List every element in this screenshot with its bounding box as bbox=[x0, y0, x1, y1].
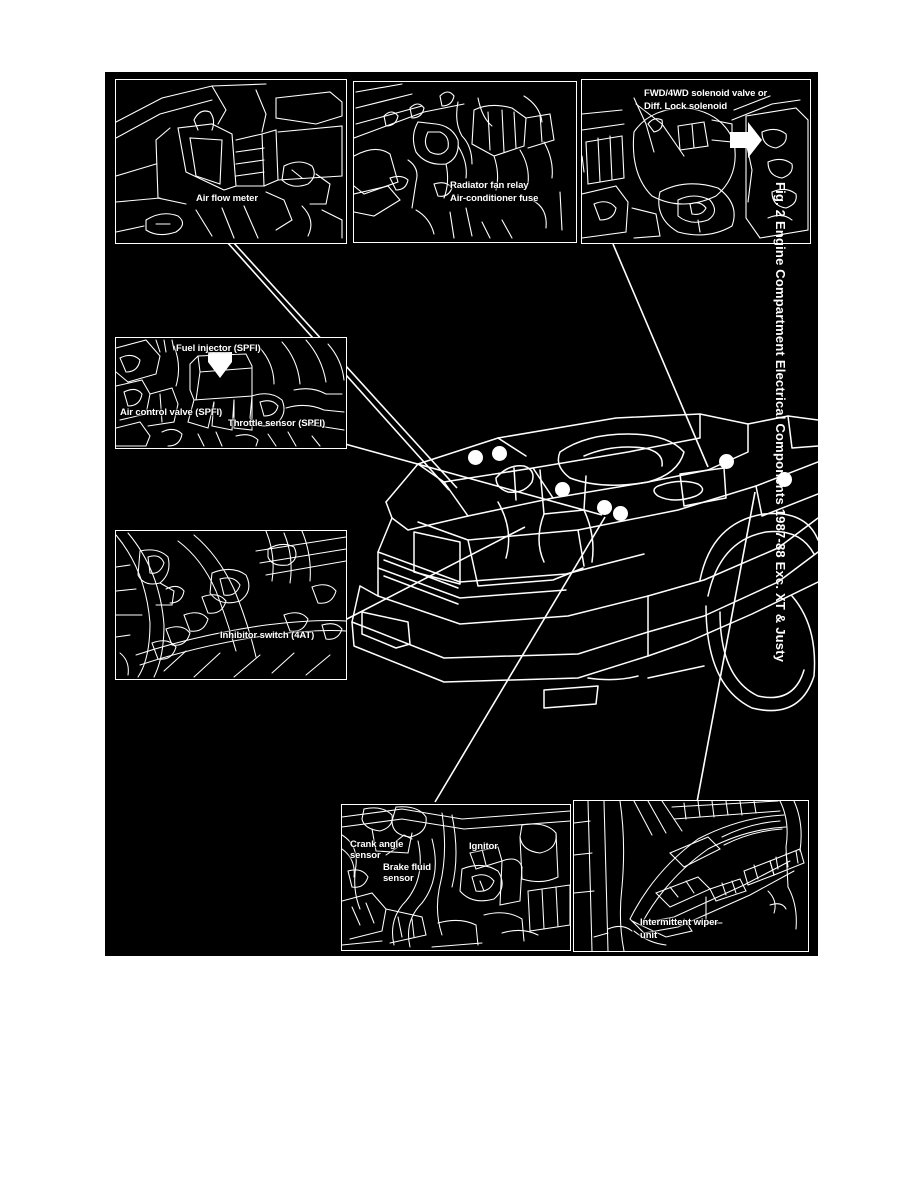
panel-artwork bbox=[116, 531, 346, 679]
panel-label-throttle-sensor: Throttle sensor (SPFI) bbox=[228, 418, 326, 429]
panel-artwork bbox=[582, 80, 810, 243]
callout-dot bbox=[468, 450, 483, 465]
callout-dot bbox=[492, 446, 507, 461]
panel-crank-angle-sensor: Crank angle sensor Brake fluid sensor Ig… bbox=[341, 804, 571, 951]
panel-artwork bbox=[116, 80, 346, 243]
panel-artwork bbox=[574, 801, 808, 951]
panel-label-crank-angle-sensor-line2: sensor bbox=[350, 850, 381, 861]
panel-label-air-conditioner-fuse: Air-conditioner fuse bbox=[450, 193, 539, 204]
panel-artwork bbox=[116, 338, 346, 448]
figure-caption-rail: Fig. 2 Engine Compartment Electrical Com… bbox=[773, 182, 814, 882]
panel-label-brake-fluid-sensor-line2: sensor bbox=[383, 873, 414, 884]
panel-fuel-injector: Fuel injector (SPFI) Air control valve (… bbox=[115, 337, 347, 449]
figure-caption: Fig. 2 Engine Compartment Electrical Com… bbox=[773, 182, 788, 663]
callout-dot bbox=[777, 472, 792, 487]
panel-label-inhibitor-switch: Inhibitor switch (4AT) bbox=[220, 630, 315, 641]
panel-label-air-flow-meter: Air flow meter bbox=[196, 193, 258, 204]
panel-artwork bbox=[354, 82, 576, 242]
callout-dot bbox=[555, 482, 570, 497]
panel-fwd-4wd-solenoid: FWD/4WD solenoid valve or Diff. Lock sol… bbox=[581, 79, 811, 244]
callout-dot bbox=[719, 454, 734, 469]
panel-label-radiator-fan-relay: Radiator fan relay bbox=[450, 180, 529, 191]
panel-artwork bbox=[342, 805, 570, 950]
panel-inhibitor-switch: Inhibitor switch (4AT) bbox=[115, 530, 347, 680]
figure-plate: Air flow meter bbox=[105, 72, 818, 956]
panel-radiator-fan-relay: Radiator fan relay Air-conditioner fuse bbox=[353, 81, 577, 243]
panel-label-air-control-valve: Air control valve (SPFI) bbox=[120, 407, 223, 418]
panel-label-ignitor: Ignitor bbox=[469, 841, 498, 852]
panel-label-fuel-injector: Fuel injector (SPFI) bbox=[176, 343, 261, 354]
panel-label-fwd-4wd-solenoid-valve: FWD/4WD solenoid valve or bbox=[644, 88, 768, 99]
panel-label-wiper-unit-line2: unit bbox=[640, 930, 658, 941]
panel-air-flow-meter: Air flow meter bbox=[115, 79, 347, 244]
panel-label-intermittent-wiper: Intermittent wiper bbox=[640, 917, 718, 928]
vehicle-illustration bbox=[348, 390, 818, 720]
callout-dot bbox=[613, 506, 628, 521]
panel-intermittent-wiper-unit: Intermittent wiper unit bbox=[573, 800, 809, 952]
callout-dot bbox=[597, 500, 612, 515]
panel-label-diff-lock-solenoid: Diff. Lock solenoid bbox=[644, 101, 728, 112]
panel-label-crank-angle: Crank angle bbox=[350, 839, 404, 850]
panel-label-brake-fluid: Brake fluid bbox=[383, 862, 431, 873]
